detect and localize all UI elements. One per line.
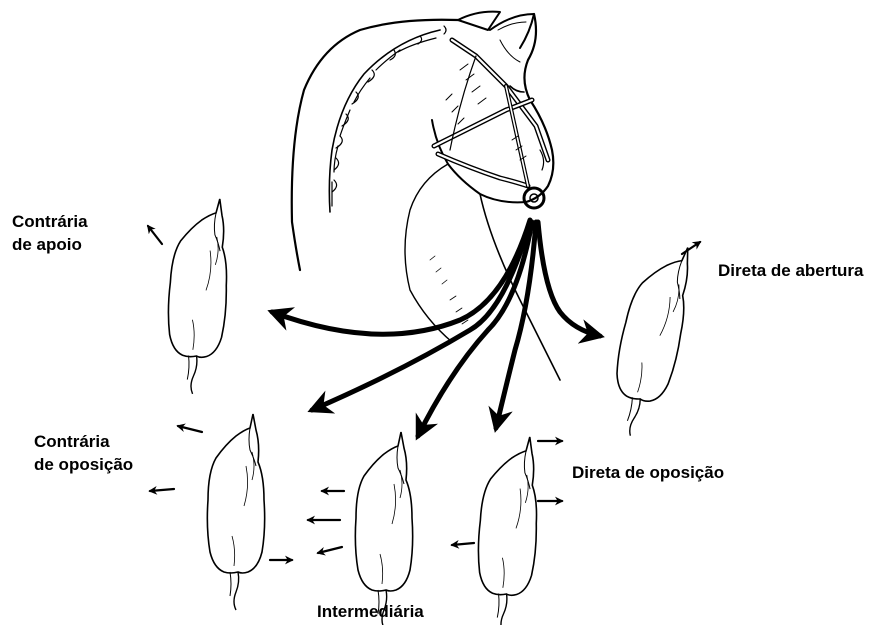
- horse-body-contraria-apoio: [164, 197, 232, 396]
- label-direta-abertura: Direta de abertura: [718, 259, 864, 282]
- horse-body-direta-oposicao: [474, 435, 542, 625]
- rein-arrow-direta-abertura: [538, 222, 600, 336]
- label-intermediaria: Intermediária: [317, 600, 424, 623]
- horse-body-direta-abertura: [602, 238, 699, 442]
- label-contraria-apoio: Contrária de apoio: [12, 210, 88, 256]
- label-contraria-apoio-line1: Contrária: [12, 210, 88, 233]
- rein-arrows: [272, 220, 600, 436]
- small-arrow-icon: [178, 426, 202, 432]
- small-arrow-icon: [682, 242, 700, 254]
- small-arrow-icon: [148, 226, 162, 244]
- small-arrow-icon: [150, 489, 174, 491]
- small-arrow-icon: [318, 547, 342, 553]
- small-arrow-icon: [452, 543, 474, 545]
- horse-body-intermediaria: [355, 432, 412, 625]
- label-direta-oposicao: Direta de oposição: [572, 461, 724, 484]
- horse-body-contraria-oposicao: [207, 414, 264, 610]
- label-contraria-apoio-line2: de apoio: [12, 233, 88, 256]
- direction-arrows: [148, 226, 700, 560]
- label-contraria-oposicao: Contrária de oposição: [34, 430, 133, 476]
- label-contraria-oposicao-line1: Contrária: [34, 430, 133, 453]
- label-contraria-oposicao-line2: de oposição: [34, 453, 133, 476]
- rein-arrow-contraria-apoio: [272, 220, 530, 334]
